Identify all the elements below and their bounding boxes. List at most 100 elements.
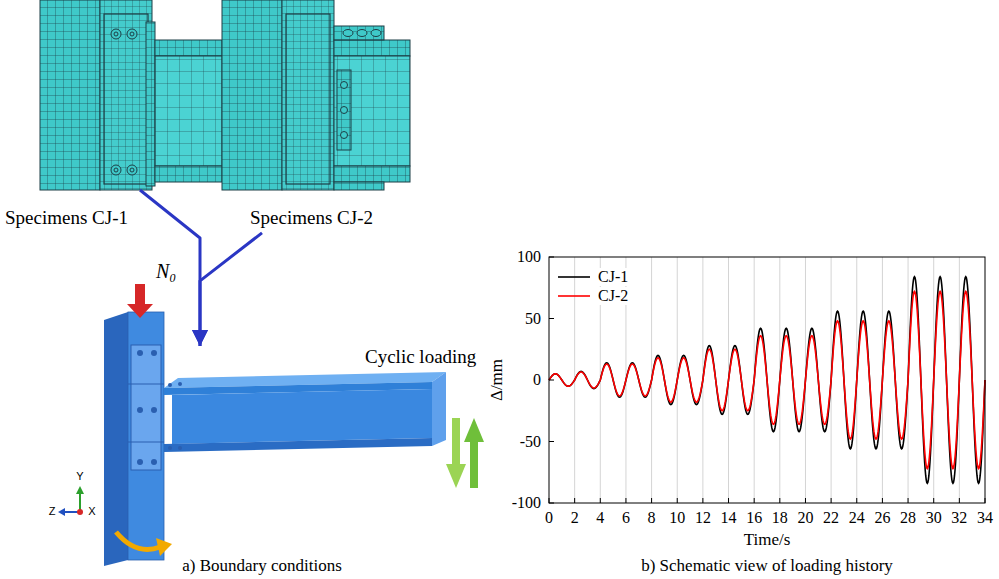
specimen-cj2-mesh [371,30,381,37]
tick-label: 20 [797,509,813,527]
label-anchor: 24 [849,509,865,527]
specimen-cj2-mesh [334,40,410,56]
specimen-cj2-mesh [286,14,330,184]
text-anchor: Specimens CJ-1 [5,207,128,229]
label-anchor: 50 [525,309,541,327]
label-anchor: 10 [669,509,685,527]
tick-mark [549,441,554,442]
tick-mark [625,498,626,503]
label-anchor: 32 [951,509,967,527]
axis-triad-label: Y [76,470,83,483]
label-anchor: N₀ [156,260,176,283]
specimen-cj1-mesh [155,166,222,182]
figure-caption: a) Boundary conditions [182,556,342,576]
specimen-cj1-mesh [111,29,137,175]
tick-label: 18 [772,509,788,527]
label-anchor: 6 [622,509,630,527]
label-anchor: 22 [823,509,839,527]
legend-swatch [557,290,591,302]
joint-model [137,350,143,356]
legend-swatch [558,295,590,297]
label-anchor: 18 [772,509,788,527]
flow-arrow [140,190,200,346]
joint-model [137,350,157,465]
tick-label: 6 [622,509,630,527]
tick-mark [549,257,554,258]
specimen-cj1-mesh [40,0,222,190]
axis-triad [77,509,83,515]
label-anchor: 12 [695,509,711,527]
cyclic-load-arrows [446,418,484,488]
label-anchor: 2 [571,509,579,527]
base-restraint-arrow [116,532,172,556]
cyclic-load-arrows [446,464,466,488]
specimen-cj2-mesh [222,0,410,190]
joint-model [128,442,164,443]
tick-mark [985,498,986,503]
tick-label: 2 [571,509,579,527]
specimen-cj1-mesh [111,165,121,175]
axis-triad [58,508,65,516]
tick-label: 8 [648,509,656,527]
joint-model [168,446,172,450]
specimen-cj1-mesh [127,165,137,175]
joint-model [178,382,182,386]
label-anchor: 100 [517,248,541,266]
label-anchor: 4 [596,509,604,527]
tick-mark [908,498,909,503]
label-anchor: 8 [648,509,656,527]
tick-mark [549,503,554,504]
tick-label: 16 [746,509,762,527]
specimen-mesh: Specimens CJ-1 [40,0,222,190]
specimen-mesh: Specimens CJ-2 [222,0,410,233]
label-anchor: 20 [797,509,813,527]
loading-curve [549,277,985,484]
tick-label: 30 [926,509,942,527]
label-anchor: 0 [545,509,553,527]
plot-frame [549,257,985,503]
tick-mark [549,318,554,319]
axis-title: Time/s [744,530,791,550]
tick-label: 0 [533,371,541,389]
node-label: Specimens CJ-2 [250,207,373,229]
legend-label: CJ-2 [596,287,630,305]
node-label: Specimens CJ-1 [5,207,128,229]
specimen-cj1-mesh [130,168,134,172]
axis-triad [58,486,84,516]
figure-caption: b) Schematic view of loading history [641,556,893,576]
joint-model [131,345,161,470]
tick-mark [779,498,780,503]
joint-model: Cyclic loading [160,346,490,456]
tick-label: 28 [900,509,916,527]
tick-mark [651,498,652,503]
specimen-cj1-mesh [100,0,152,190]
joint-model [104,312,128,566]
tick-label: 50 [525,309,541,327]
label-anchor: 0 [533,371,541,389]
specimen-cj1-mesh [104,14,148,184]
tick-mark [728,498,729,503]
specimen-cj2-mesh [337,70,351,150]
specimen-cj2-mesh [341,82,348,89]
axis-triad [76,486,84,494]
joint-model [172,389,432,444]
joint-model [128,384,164,385]
specimen-cj1-mesh [40,0,100,190]
label-anchor: Z [49,505,56,518]
label-anchor: b) Schematic view of loading history [641,556,893,576]
tick-mark [856,498,857,503]
label-anchor: 26 [874,509,890,527]
legend-swatch [557,271,591,283]
tick-label: -50 [520,432,541,450]
text-anchor: Specimens CJ-2 [250,207,373,229]
legend-entry: CJ-1 [557,268,630,286]
legend-label: CJ-1 [596,268,630,286]
text-anchor: Cyclic loading [365,346,476,368]
tick-mark [702,498,703,503]
tick-label: 34 [977,509,993,527]
specimen-cj1-mesh [114,168,118,172]
joint-model [137,459,143,465]
